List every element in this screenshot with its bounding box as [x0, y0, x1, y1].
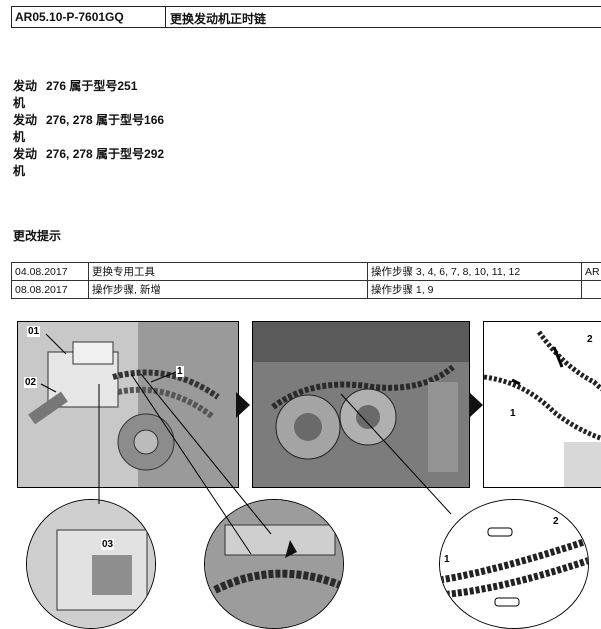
callout-1: 1 — [443, 554, 451, 565]
engine-value: 276 属于型号251 — [46, 78, 137, 112]
change-steps: 操作步骤 3, 4, 6, 7, 8, 10, 11, 12 — [368, 263, 582, 281]
callout-2: 2 — [552, 516, 560, 527]
engine-applicability: 发动机 276 属于型号251 发动机 276, 278 属于型号166 发动机… — [13, 78, 164, 180]
change-extra — [582, 281, 601, 299]
engine-value: 276, 278 属于型号292 — [46, 146, 164, 180]
change-description: 更换专用工具 — [89, 263, 368, 281]
callout-02: 02 — [24, 377, 37, 388]
table-row: 04.08.2017 更换专用工具 操作步骤 3, 4, 6, 7, 8, 10… — [12, 263, 601, 281]
callout-1: 1 — [176, 366, 184, 377]
change-date: 08.08.2017 — [12, 281, 89, 299]
change-notes-table: 04.08.2017 更换专用工具 操作步骤 3, 4, 6, 7, 8, 10… — [11, 262, 601, 299]
engine-row: 发动机 276 属于型号251 — [13, 78, 164, 112]
callout-2: 2 — [586, 334, 594, 345]
engine-label: 发动机 — [13, 78, 46, 112]
document-code: AR05.10-P-7601GQ — [12, 7, 166, 27]
change-steps: 操作步骤 1, 9 — [368, 281, 582, 299]
change-extra: AR — [582, 263, 601, 281]
change-notes-title: 更改提示 — [13, 227, 61, 244]
engine-value: 276, 278 属于型号166 — [46, 112, 164, 146]
document-header: AR05.10-P-7601GQ 更换发动机正时链 — [11, 6, 601, 28]
leader-lines — [11, 314, 601, 614]
callout-01: 01 — [27, 326, 40, 337]
change-description: 操作步骤, 新增 — [89, 281, 368, 299]
engine-label: 发动机 — [13, 146, 46, 180]
document-title: 更换发动机正时链 — [166, 7, 601, 27]
engine-label: 发动机 — [13, 112, 46, 146]
change-date: 04.08.2017 — [12, 263, 89, 281]
callout-1: 1 — [509, 408, 517, 419]
procedure-figure: 01 02 1 2 1 03 1 2 — [11, 314, 601, 614]
callout-03: 03 — [101, 539, 114, 550]
engine-row: 发动机 276, 278 属于型号292 — [13, 146, 164, 180]
table-row: 08.08.2017 操作步骤, 新增 操作步骤 1, 9 — [12, 281, 601, 299]
engine-row: 发动机 276, 278 属于型号166 — [13, 112, 164, 146]
